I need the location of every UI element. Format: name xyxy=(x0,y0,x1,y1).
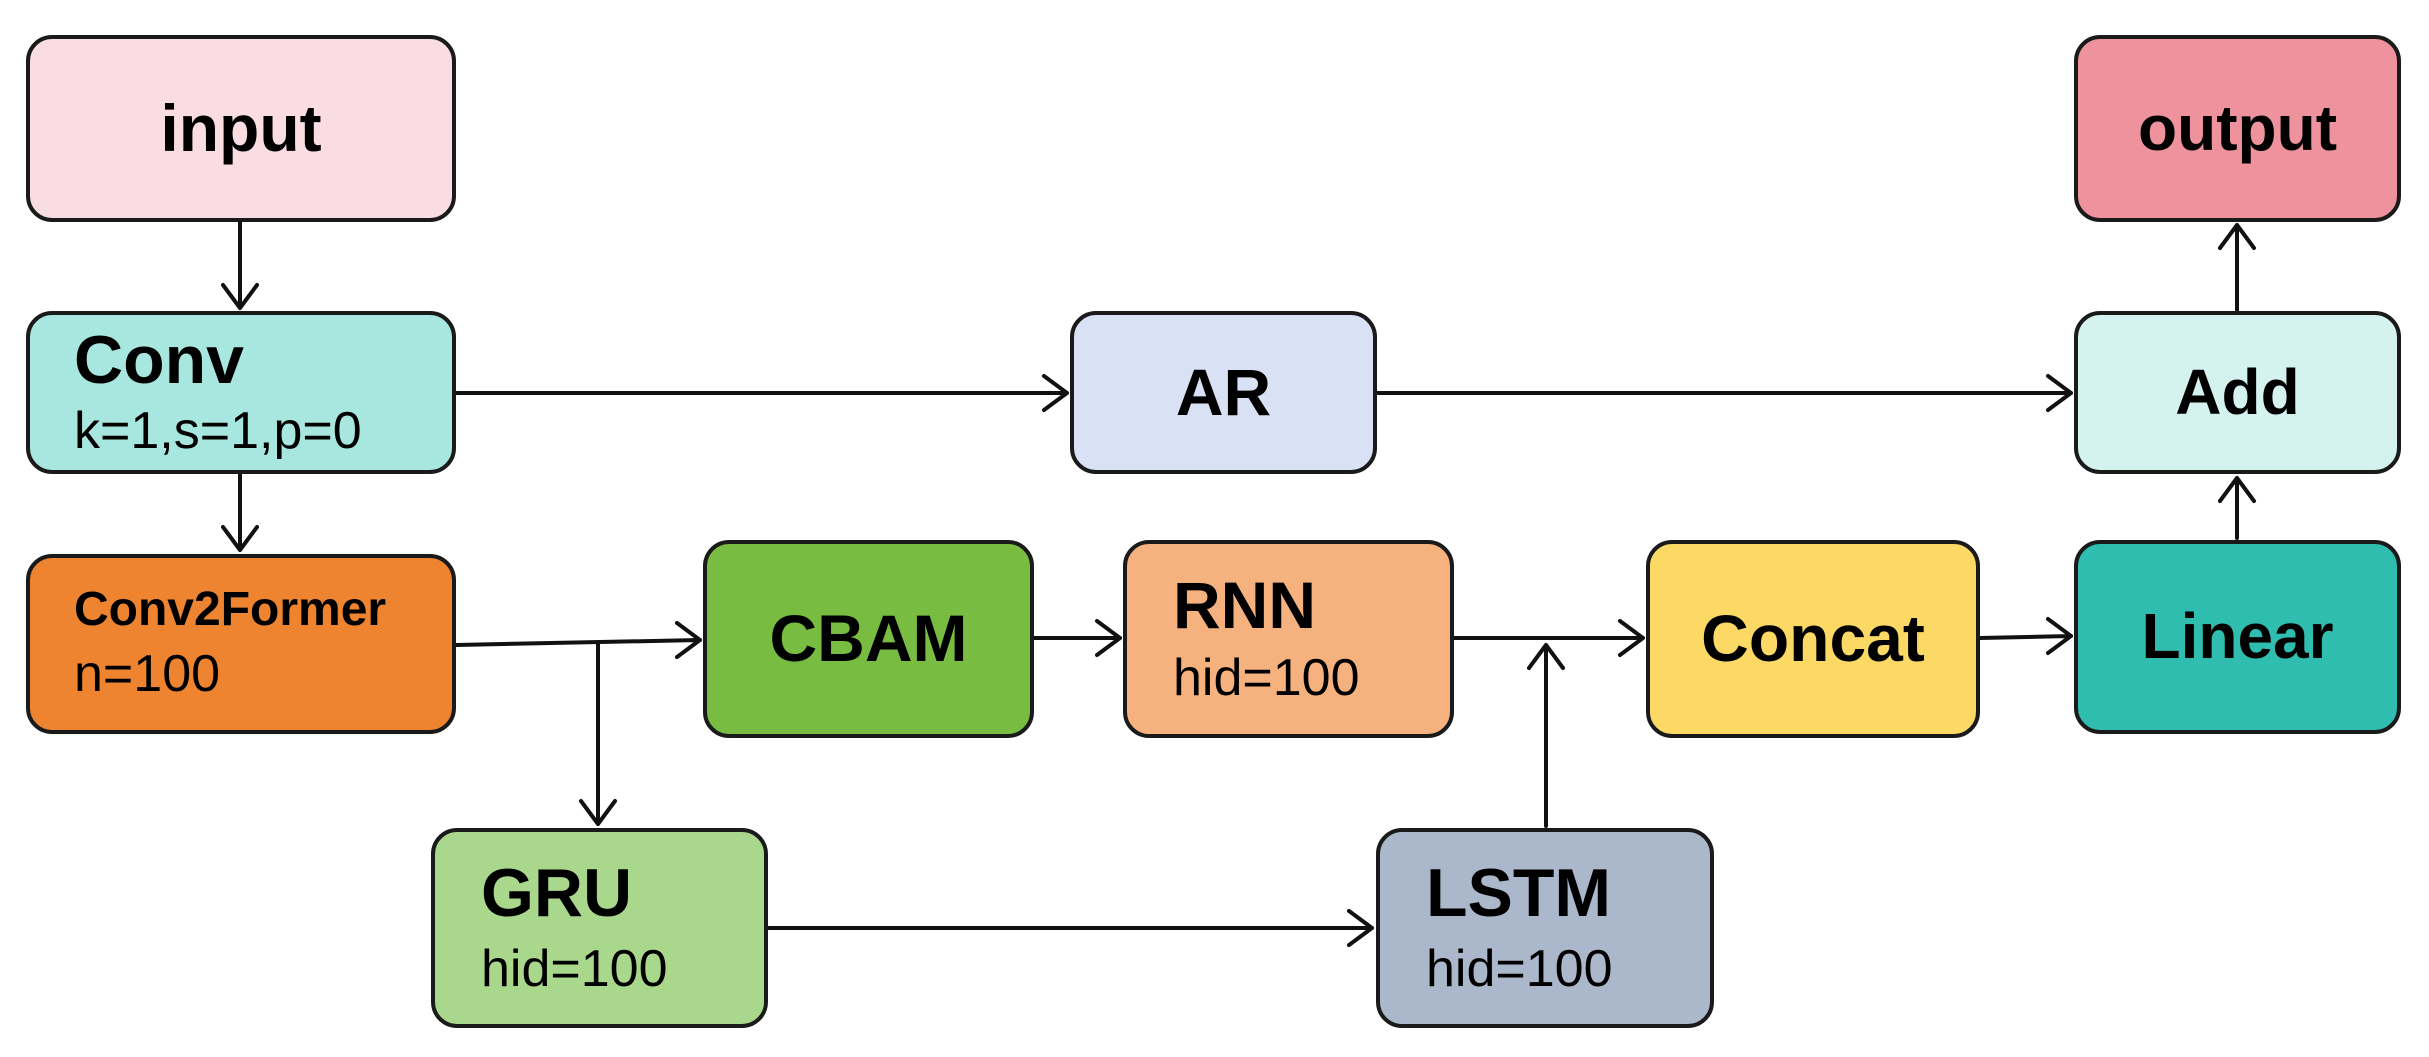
edge-input-conv xyxy=(221,220,259,310)
node-concat-title: Concat xyxy=(1701,601,1925,676)
node-rnn: RNN hid=100 xyxy=(1123,540,1454,738)
node-output-title: output xyxy=(2138,91,2337,164)
node-add: Add xyxy=(2074,311,2401,474)
node-input-title: input xyxy=(160,90,322,165)
edge-add-output xyxy=(2218,223,2256,312)
node-conv2former-title: Conv2Former xyxy=(74,583,387,637)
edge-conv2former-gru xyxy=(579,640,617,826)
node-conv-sub: k=1,s=1,p=0 xyxy=(74,401,362,460)
node-lstm-title: LSTM xyxy=(1426,854,1612,931)
node-rnn-title: RNN xyxy=(1173,567,1316,642)
node-conv2former: Conv2Former n=100 xyxy=(26,554,456,734)
node-gru-sub: hid=100 xyxy=(481,940,668,999)
node-input: input xyxy=(26,35,456,222)
node-cbam: CBAM xyxy=(703,540,1034,738)
node-lstm-sub: hid=100 xyxy=(1426,940,1613,999)
node-conv-title: Conv xyxy=(74,322,244,399)
node-conv2former-sub: n=100 xyxy=(74,644,221,703)
edge-conv-ar xyxy=(454,374,1069,412)
node-ar: AR xyxy=(1070,311,1377,474)
node-gru: GRU hid=100 xyxy=(431,828,768,1028)
node-linear: Linear xyxy=(2074,540,2401,734)
edge-lstm-concat xyxy=(1527,643,1565,828)
edge-concat-linear xyxy=(1978,617,2073,655)
node-rnn-sub: hid=100 xyxy=(1173,649,1360,708)
node-concat: Concat xyxy=(1646,540,1980,738)
node-cbam-title: CBAM xyxy=(769,601,968,676)
edge-conv2former-cbam xyxy=(454,621,702,659)
edge-rnn-concat xyxy=(1452,619,1645,657)
edge-ar-add xyxy=(1375,374,2073,412)
node-ar-title: AR xyxy=(1175,354,1272,429)
edge-gru-lstm xyxy=(766,909,1374,947)
node-add-title: Add xyxy=(2175,355,2300,428)
node-lstm: LSTM hid=100 xyxy=(1376,828,1714,1028)
node-linear-title: Linear xyxy=(2141,600,2334,673)
edge-conv-conv2former xyxy=(221,472,259,552)
edge-linear-add xyxy=(2218,476,2256,540)
edge-cbam-rnn xyxy=(1032,619,1122,657)
node-output: output xyxy=(2074,35,2401,222)
node-gru-title: GRU xyxy=(481,854,633,931)
node-conv: Conv k=1,s=1,p=0 xyxy=(26,311,456,474)
